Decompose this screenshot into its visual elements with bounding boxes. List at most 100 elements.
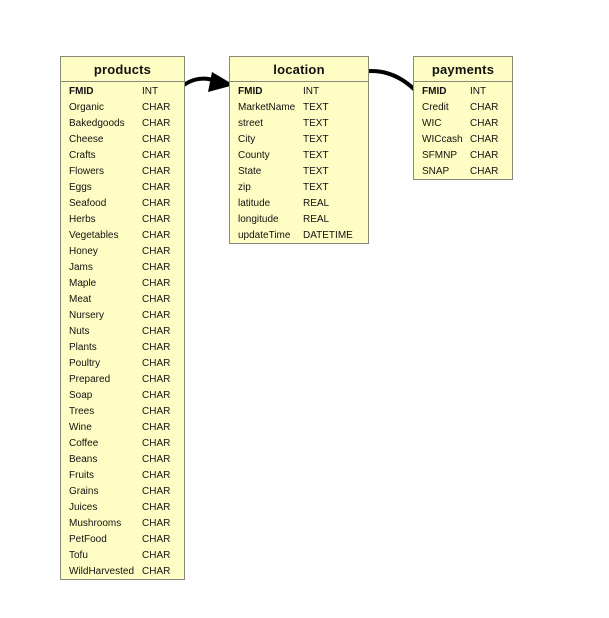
field-type: CHAR [142, 406, 171, 417]
field-name: Juices [69, 502, 98, 513]
arrow-head-products-to-location [208, 72, 234, 92]
field-type: CHAR [142, 438, 171, 449]
field-type: CHAR [142, 518, 171, 529]
field-type: CHAR [142, 278, 171, 289]
field-type: INT [303, 86, 320, 97]
field-type: CHAR [142, 214, 171, 225]
field-name: Vegetables [69, 230, 119, 241]
field-name: FMID [238, 86, 263, 97]
field-name: City [238, 134, 256, 145]
field-type: CHAR [142, 470, 171, 481]
field-name: Fruits [69, 470, 94, 481]
field-name: street [238, 118, 264, 129]
field-type: CHAR [142, 198, 171, 209]
field-type: CHAR [142, 534, 171, 545]
field-type: CHAR [470, 118, 499, 129]
field-type: CHAR [142, 230, 171, 241]
field-type: CHAR [142, 182, 171, 193]
field-type: DATETIME [303, 230, 353, 241]
field-row: Trees CHAR [61, 404, 184, 420]
field-row: Seafood CHAR [61, 196, 184, 212]
field-type: CHAR [142, 486, 171, 497]
field-name: Trees [69, 406, 95, 417]
field-row: street TEXT [230, 116, 368, 132]
field-name: Nursery [69, 310, 105, 321]
field-name: Maple [69, 278, 97, 289]
field-name: PetFood [69, 534, 107, 545]
field-name: latitude [238, 198, 271, 209]
field-type: CHAR [142, 294, 171, 305]
field-name: Grains [69, 486, 99, 497]
field-row: Coffee CHAR [61, 436, 184, 452]
field-row: updateTime DATETIME [230, 228, 368, 244]
field-name: updateTime [238, 230, 291, 241]
field-type: INT [142, 86, 159, 97]
field-name: MarketName [238, 102, 296, 113]
field-type: CHAR [142, 326, 171, 337]
field-type: TEXT [303, 166, 329, 177]
field-name: Prepared [69, 374, 111, 385]
field-row: City TEXT [230, 132, 368, 148]
field-row: Maple CHAR [61, 276, 184, 292]
field-type: TEXT [303, 118, 329, 129]
field-name: Credit [422, 102, 449, 113]
field-name: Herbs [69, 214, 96, 225]
field-name: Honey [69, 246, 98, 257]
field-name: Nuts [69, 326, 90, 337]
field-type: CHAR [142, 262, 171, 273]
field-row: Fruits CHAR [61, 468, 184, 484]
field-name: Seafood [69, 198, 107, 209]
field-name: Organic [69, 102, 105, 113]
field-type: TEXT [303, 182, 329, 193]
field-name: WICcash [422, 134, 463, 145]
field-name: Crafts [69, 150, 96, 161]
field-type: INT [470, 86, 487, 97]
field-row: Herbs CHAR [61, 212, 184, 228]
field-name: Meat [69, 294, 92, 305]
field-row: Nuts CHAR [61, 324, 184, 340]
field-type: CHAR [142, 118, 171, 129]
field-name: SNAP [422, 166, 450, 177]
field-name: longitude [238, 214, 279, 225]
field-type: CHAR [142, 342, 171, 353]
field-type: CHAR [142, 390, 171, 401]
field-row: FMID INT [230, 84, 368, 100]
field-type: CHAR [142, 550, 171, 561]
field-type: REAL [303, 214, 330, 225]
field-type: TEXT [303, 134, 329, 145]
field-name: Coffee [69, 438, 99, 449]
field-name: Flowers [69, 166, 105, 177]
field-row: longitude REAL [230, 212, 368, 228]
